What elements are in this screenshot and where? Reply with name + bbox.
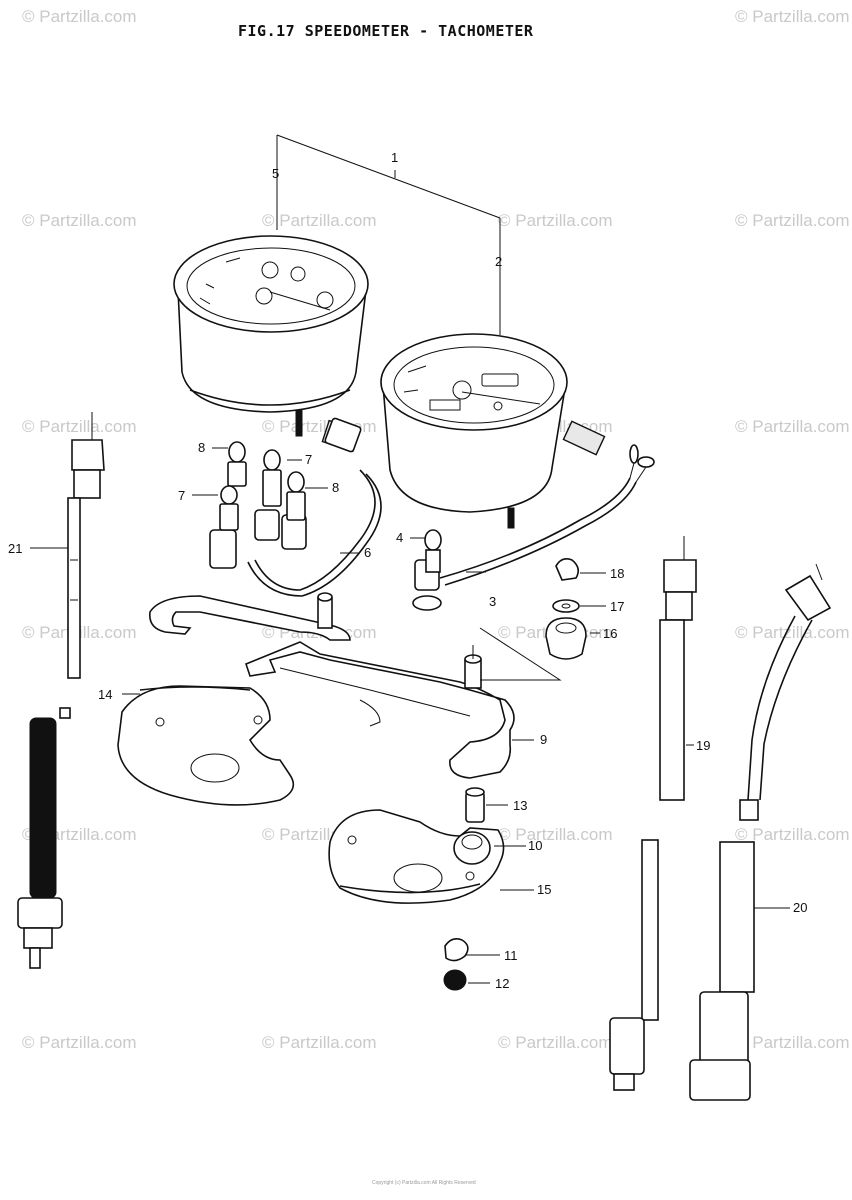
cable-19 [609, 536, 697, 1091]
callout-1: 1 [391, 150, 398, 165]
footer-copyright: Copyright (c) Partzilla.com All Rights R… [372, 1180, 476, 1186]
watermark: © Partzilla.com [735, 1033, 850, 1052]
callout-8b: 8 [332, 480, 339, 495]
callout-21: 21 [8, 541, 22, 556]
callout-17: 17 [610, 599, 624, 614]
leader-16 [479, 627, 562, 681]
callout-14: 14 [98, 687, 112, 702]
watermark: © Partzilla.com [22, 7, 137, 26]
callout-20: 20 [793, 900, 807, 915]
watermark: © Partzilla.com [735, 211, 850, 230]
watermark: © Partzilla.com [498, 825, 613, 844]
callout-6: 6 [364, 545, 371, 560]
figure-title: FIG.17 SPEEDOMETER - TACHOMETER [238, 22, 534, 40]
callout-15: 15 [537, 882, 551, 897]
callout-10: 10 [528, 838, 542, 853]
watermark: © Partzilla.com [22, 417, 137, 436]
callout-18: 18 [610, 566, 624, 581]
watermark: © Partzilla.com [262, 1033, 377, 1052]
watermark: © Partzilla.com [735, 7, 850, 26]
watermark: © Partzilla.com [735, 825, 850, 844]
callout-5: 5 [272, 166, 279, 181]
callout-3: 3 [489, 594, 496, 609]
callout-7b: 7 [305, 452, 312, 467]
callout-12: 12 [495, 976, 509, 991]
mounting-bracket-9 [148, 592, 515, 779]
watermark: © Partzilla.com [22, 211, 137, 230]
cover-14 [117, 685, 295, 806]
callout-13: 13 [513, 798, 527, 813]
watermark: © Partzilla.com [735, 417, 850, 436]
small-parts-right [545, 558, 587, 660]
bulbs-7-8 [219, 441, 306, 531]
cable-20 [689, 563, 832, 1101]
callout-7a: 7 [178, 488, 185, 503]
tachometer-gauge [380, 333, 606, 529]
callout-2: 2 [495, 254, 502, 269]
callout-8a: 8 [198, 440, 205, 455]
leader-lines [30, 447, 790, 984]
cable-21 [17, 412, 105, 969]
callout-16: 16 [603, 626, 617, 641]
callout-4: 4 [396, 530, 403, 545]
watermark: © Partzilla.com [22, 1033, 137, 1052]
bracket-1 [276, 134, 501, 335]
small-parts [443, 787, 491, 991]
callout-9: 9 [540, 732, 547, 747]
cover-15 [328, 809, 505, 904]
callout-11: 11 [504, 948, 518, 963]
callout-19: 19 [696, 738, 710, 753]
callout-numbers: 1 2 3 4 5 6 7 7 8 8 9 10 11 12 13 14 15 … [8, 150, 807, 991]
watermark: © Partzilla.com [498, 211, 613, 230]
watermark: © Partzilla.com [498, 1033, 613, 1052]
watermark: © Partzilla.com [735, 623, 850, 642]
wire-harness-6 [209, 417, 382, 597]
watermark: © Partzilla.com [262, 211, 377, 230]
bulb-socket-4 [424, 529, 442, 573]
